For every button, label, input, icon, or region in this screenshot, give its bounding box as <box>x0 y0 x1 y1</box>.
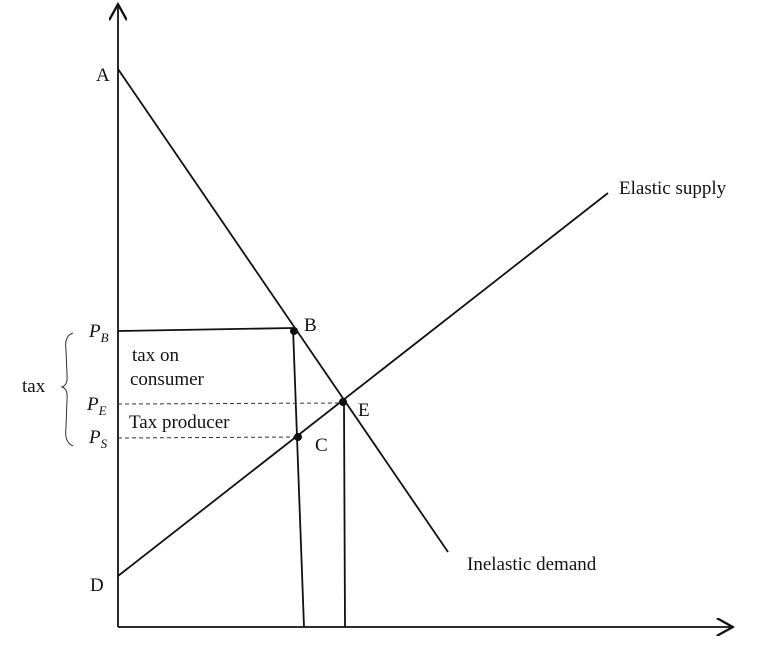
tax-on-consumer-line1: tax on <box>132 345 179 366</box>
label-pb: PB <box>88 321 109 345</box>
ps-dashed <box>117 436 299 439</box>
label-c: C <box>315 435 328 456</box>
pb-line <box>117 327 294 332</box>
tax-producer-label: Tax producer <box>129 412 230 433</box>
label-b: B <box>304 315 317 336</box>
tax-brace <box>60 332 74 447</box>
point-b-dot <box>290 327 298 335</box>
tax-on-consumer-line2: consumer <box>130 369 205 390</box>
b-vertical <box>292 327 305 628</box>
elastic-supply-label: Elastic supply <box>619 178 727 199</box>
pe-dashed <box>117 402 345 405</box>
demand-line <box>117 68 449 553</box>
e-vertical <box>343 402 346 628</box>
tax-label: tax <box>22 376 46 397</box>
label-pe: PE <box>86 394 107 418</box>
point-e-dot <box>339 398 347 406</box>
inelastic-demand-label: Inelastic demand <box>467 554 597 575</box>
point-c-dot <box>294 433 302 441</box>
label-a: A <box>96 65 110 86</box>
label-ps: PS <box>88 427 108 451</box>
label-e: E <box>358 400 370 421</box>
label-d: D <box>90 575 104 596</box>
supply-line <box>117 192 609 577</box>
